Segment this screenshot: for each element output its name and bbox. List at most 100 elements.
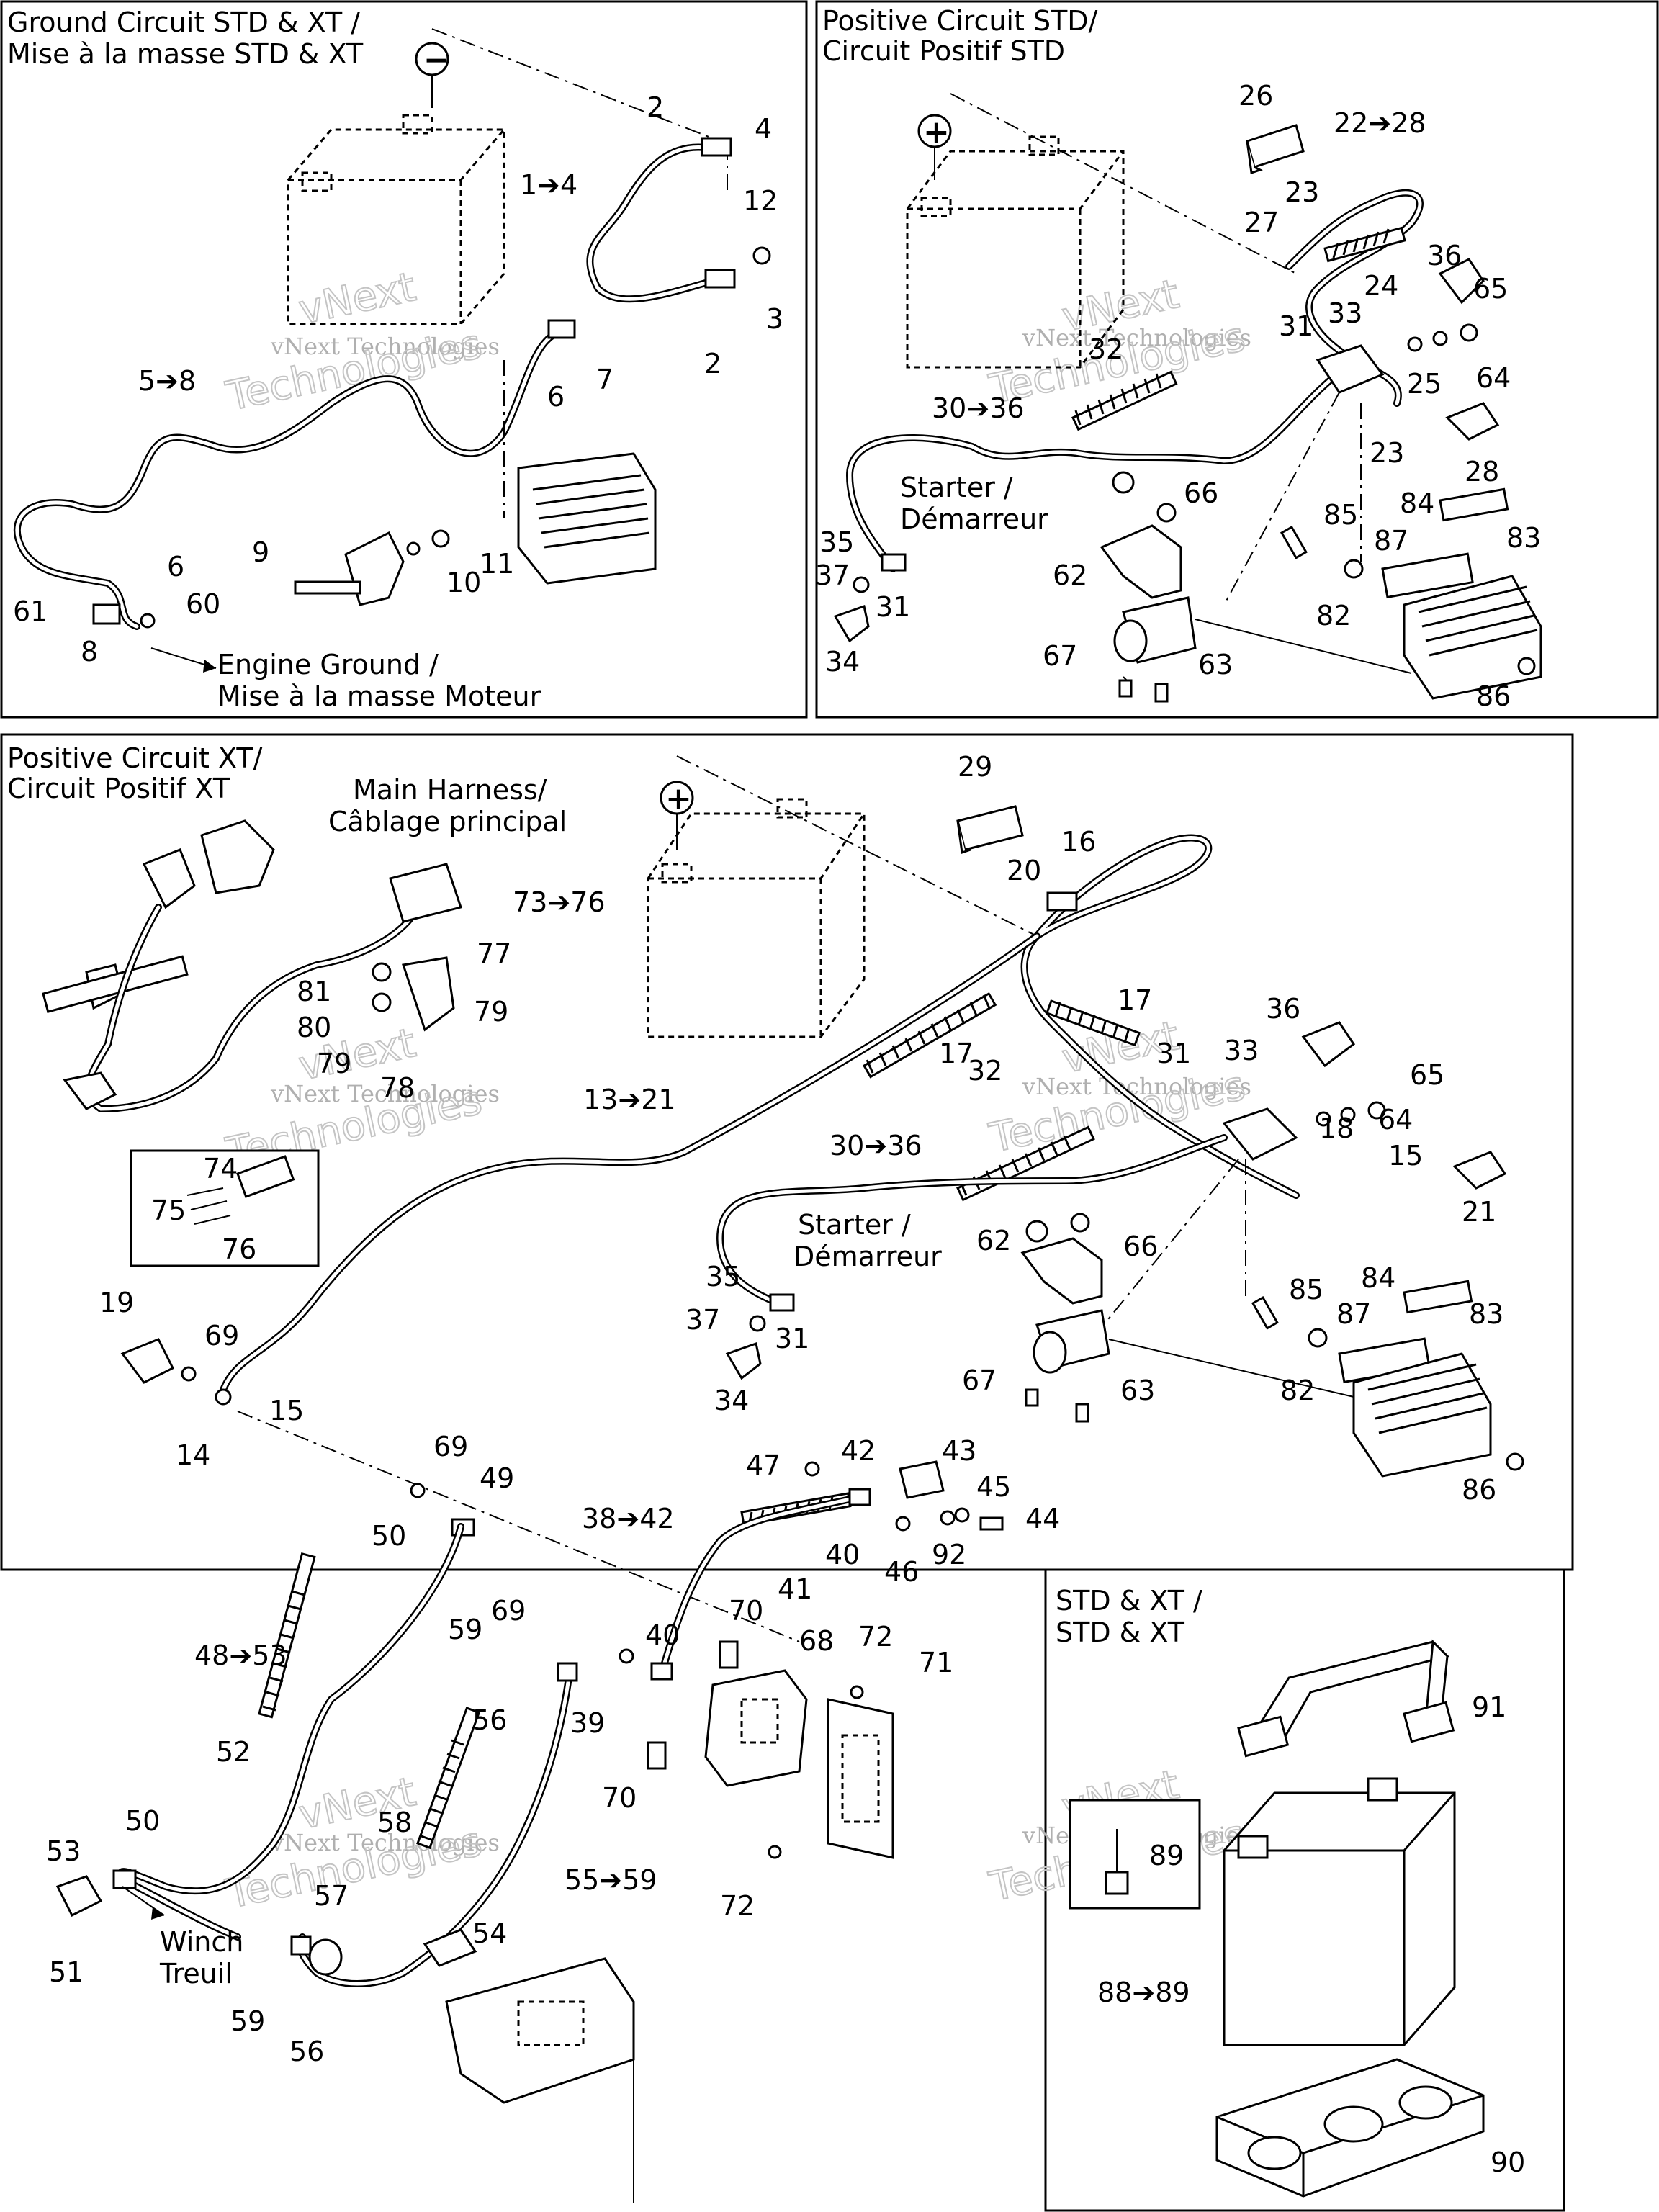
- screw: [1154, 683, 1169, 703]
- callout: 42: [841, 1435, 876, 1467]
- callout: 40: [645, 1619, 680, 1651]
- battery-outline: [647, 798, 866, 1038]
- callout: 78: [380, 1072, 415, 1104]
- callout: 29: [958, 751, 992, 783]
- terminal-50: [112, 1869, 137, 1889]
- nut-65: [1367, 1101, 1386, 1120]
- watermark-text: vNext Technologies: [1022, 324, 1251, 351]
- screw-72: [768, 1845, 782, 1859]
- callout: 72: [720, 1890, 755, 1922]
- cable-terminal: [701, 137, 732, 157]
- nut-47: [804, 1461, 820, 1477]
- callout: 30➔36: [932, 392, 1025, 424]
- callout: 74: [203, 1153, 238, 1184]
- callout: 15: [1388, 1140, 1423, 1172]
- callout: 45: [976, 1471, 1011, 1503]
- watermarks: vNext Technologies vNext Technologies vN…: [221, 263, 1251, 1919]
- nut-66: [1156, 503, 1177, 523]
- callout: 91: [1472, 1691, 1506, 1723]
- positive-sign: +: [923, 114, 950, 150]
- screw-67: [1118, 679, 1133, 698]
- callout: 32: [1089, 333, 1123, 365]
- ground-circuit-panel-frame: [0, 0, 808, 719]
- cable-terminal: [704, 269, 736, 289]
- callout: 23: [1285, 176, 1319, 208]
- connector: [63, 1071, 117, 1110]
- callout: 7: [596, 364, 613, 395]
- callout: 57: [314, 1880, 349, 1912]
- callout: 37: [815, 559, 850, 591]
- callout: 76: [222, 1233, 256, 1265]
- sleeve-58: [416, 1707, 481, 1850]
- boot-36: [1438, 258, 1485, 305]
- cable-terminal: [92, 603, 121, 625]
- nut-37: [749, 1315, 766, 1332]
- callout: 67: [962, 1364, 997, 1396]
- callout: 61: [13, 595, 48, 627]
- callout: 55➔59: [565, 1864, 657, 1896]
- battery-terminal: [1237, 1835, 1269, 1859]
- callout: 77: [477, 938, 511, 970]
- dash-alignment-line: [950, 93, 1297, 274]
- terminal-40: [650, 1662, 673, 1681]
- battery-88: [1223, 1791, 1456, 2046]
- screw-67: [1025, 1388, 1039, 1407]
- callout: 13➔21: [583, 1084, 676, 1115]
- main-harness-label-line2: Câblage principal: [328, 806, 567, 837]
- winch-label-line2: Treuil: [159, 1958, 233, 1990]
- boot-36: [1301, 1021, 1356, 1068]
- callout: 6: [547, 381, 565, 413]
- clip-54: [423, 1928, 477, 1967]
- screw-81: [372, 962, 392, 982]
- callout: 21: [1462, 1196, 1496, 1228]
- boot-21: [1452, 1151, 1507, 1190]
- callout: 48➔53: [194, 1640, 287, 1671]
- washer-92: [940, 1510, 956, 1526]
- terminal-14: [215, 1388, 232, 1406]
- callout: 59: [230, 2005, 265, 2037]
- regulator-83: [1403, 575, 1542, 700]
- callout: 31: [876, 591, 910, 623]
- callout: 85: [1323, 499, 1358, 531]
- callout: 70: [602, 1782, 637, 1814]
- watermark-text: vNext Technologies: [270, 1829, 500, 1856]
- relay-68: [704, 1669, 808, 1787]
- bracket-71: [827, 1698, 894, 1859]
- nut-86: [1506, 1452, 1524, 1471]
- terminal-59: [290, 1936, 312, 1956]
- watermark-text: vNext Technologies: [1022, 1073, 1251, 1100]
- callout: 37: [685, 1304, 720, 1336]
- washer-64: [1407, 336, 1423, 352]
- watermark-text: vNext Technologies: [270, 1080, 500, 1107]
- ground-title-line1: Ground Circuit STD & XT /: [7, 6, 360, 38]
- positive-std-panel-frame: [815, 0, 1659, 719]
- callout: 69: [204, 1320, 239, 1352]
- positive-std-panel: Positive Circuit STD/ Circuit Positif ST…: [815, 5, 1542, 712]
- bracket-82: [1381, 552, 1474, 599]
- callout: 65: [1473, 273, 1508, 305]
- callout: 33: [1328, 297, 1362, 329]
- nut-69: [410, 1483, 426, 1498]
- callout: 34: [825, 646, 860, 678]
- washer-64: [1316, 1111, 1331, 1127]
- callout: 6: [167, 551, 184, 583]
- screw-72: [850, 1685, 864, 1699]
- bolt-85: [1280, 525, 1308, 559]
- cover-43: [899, 1460, 945, 1499]
- callout: 67: [1043, 640, 1077, 672]
- battery-title-line2: STD & XT: [1056, 1617, 1185, 1648]
- callout: 52: [216, 1736, 251, 1768]
- bracket-10-11: [294, 529, 450, 606]
- dash-alignment-line: [237, 1411, 800, 1642]
- std-title-line1: Positive Circuit STD/: [822, 5, 1098, 37]
- callout: 2: [647, 91, 664, 123]
- callout: 70: [729, 1595, 763, 1627]
- ground-circuit-panel: Ground Circuit STD & XT / Mise à la mass…: [7, 6, 783, 712]
- terminal-inset: [1069, 1799, 1201, 1910]
- dash-alignment-line: [431, 28, 728, 145]
- callout: 34: [714, 1385, 749, 1416]
- fuse-holder-73-76: [389, 863, 462, 923]
- callout: 17: [939, 1038, 974, 1069]
- callout: 19: [99, 1287, 134, 1318]
- callout: 62: [1053, 559, 1087, 591]
